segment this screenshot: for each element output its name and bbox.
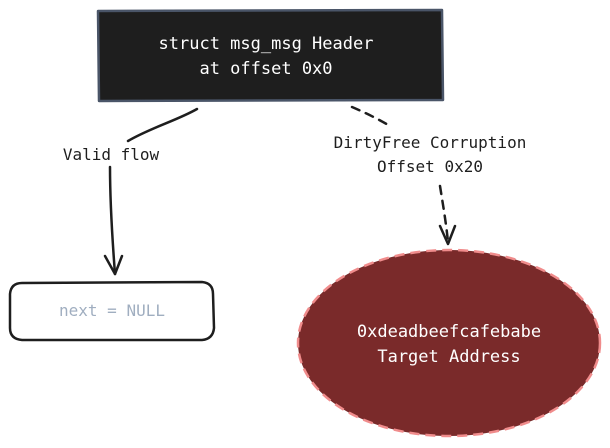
valid-flow-arrowhead: [103, 254, 124, 276]
corruption-edge: DirtyFree Corruption Offset 0x20: [334, 105, 527, 246]
corruption-label-line1: DirtyFree Corruption: [334, 133, 527, 152]
valid-flow-label: Valid flow: [63, 145, 160, 164]
header-node-box: [96, 8, 445, 103]
target-address-node[interactable]: 0xdeadbeefcafebabe Target Address: [296, 248, 602, 438]
valid-flow-line-bottom: [108, 165, 117, 276]
corruption-arrowhead: [438, 224, 457, 246]
target-address-value: 0xdeadbeefcafebabe: [357, 322, 541, 342]
null-node[interactable]: next = NULL: [8, 280, 216, 342]
header-node-subtitle: at offset 0x0: [199, 59, 332, 79]
valid-flow-line-top: [126, 107, 199, 143]
corruption-label-line2: Offset 0x20: [377, 157, 483, 176]
corruption-line-top: [350, 105, 392, 128]
valid-flow-edge: Valid flow: [63, 107, 199, 276]
null-node-box: [8, 280, 216, 342]
target-address-caption: Target Address: [377, 347, 520, 367]
corruption-line-bottom: [438, 184, 450, 244]
header-node[interactable]: struct msg_msg Header at offset 0x0: [96, 8, 445, 103]
target-address-ellipse: [296, 248, 602, 438]
null-node-label: next = NULL: [59, 301, 165, 320]
header-node-title: struct msg_msg Header: [159, 34, 374, 54]
